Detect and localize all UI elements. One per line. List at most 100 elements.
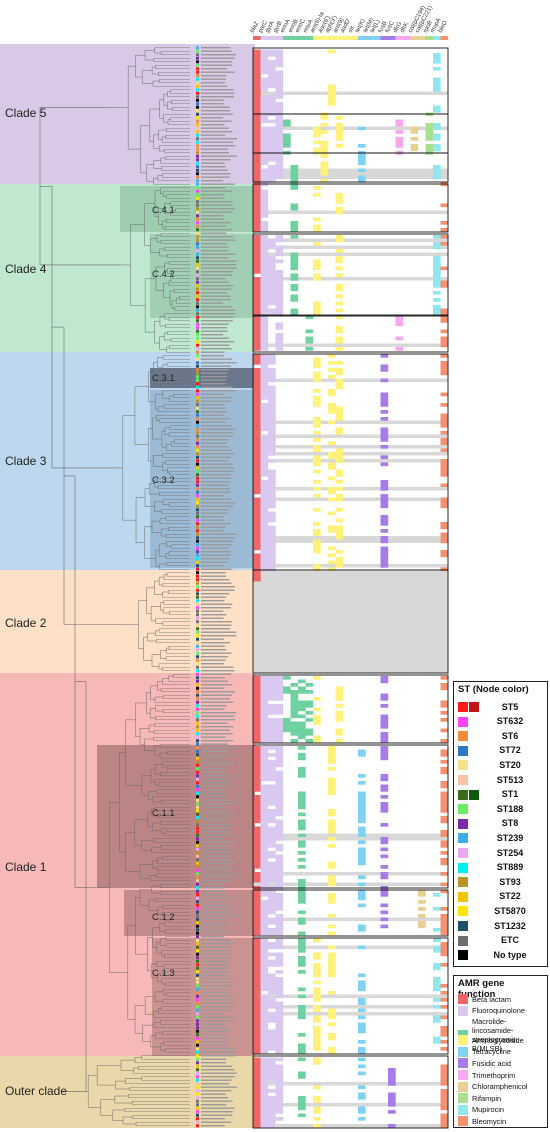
heatmap-cell xyxy=(335,560,344,565)
heatmap-cell xyxy=(253,203,261,208)
heatmap-cell xyxy=(268,942,276,946)
heatmap-cell xyxy=(335,480,344,484)
tip-node-marker xyxy=(196,602,199,606)
subclade-c13-label: C.1.3 xyxy=(152,968,175,979)
heatmap-cell xyxy=(313,564,321,568)
heatmap-cell xyxy=(268,746,276,750)
heatmap-cell xyxy=(440,984,449,988)
heatmap-cell xyxy=(440,448,449,453)
heatmap-cell xyxy=(260,784,269,789)
heatmap-cell xyxy=(328,875,336,880)
tip-node-marker xyxy=(196,1092,199,1096)
heatmap-cell xyxy=(440,336,449,341)
heatmap-cell xyxy=(275,725,284,729)
heatmap-cell xyxy=(290,721,299,726)
heatmap-cell xyxy=(335,137,344,141)
tip-node-marker xyxy=(196,567,199,571)
heatmap-cell xyxy=(298,963,306,967)
heatmap-cell xyxy=(268,788,276,792)
heatmap-cell xyxy=(335,711,344,715)
heatmap-cell xyxy=(380,784,389,789)
heatmap-missing-row xyxy=(253,238,448,242)
heatmap-cell xyxy=(335,126,344,131)
heatmap-cell xyxy=(440,816,449,820)
tip-node-marker xyxy=(196,1029,199,1033)
heatmap-cell xyxy=(275,847,284,852)
heatmap-cell xyxy=(260,1040,269,1044)
tip-label-placeholder xyxy=(201,908,236,910)
heatmap-cell xyxy=(275,1106,284,1111)
tip-node-marker xyxy=(196,1005,199,1009)
tip-label-placeholder xyxy=(201,334,224,336)
st-legend-item: ST1 xyxy=(458,789,540,800)
heatmap-cell xyxy=(260,459,269,463)
heatmap-cell xyxy=(313,417,321,421)
tip-node-marker xyxy=(196,851,199,855)
tip-label-placeholder xyxy=(201,785,237,787)
heatmap-missing-row xyxy=(253,662,448,666)
heatmap-cell xyxy=(328,1008,336,1013)
heatmap-cell xyxy=(275,970,284,974)
heatmap-cell xyxy=(260,508,269,512)
heatmap-cell xyxy=(275,777,284,782)
tip-label-placeholder xyxy=(201,852,235,854)
heatmap-cell xyxy=(358,998,366,1002)
heatmap-cell xyxy=(260,357,269,362)
heatmap-cell xyxy=(440,861,449,866)
heatmap-cell xyxy=(298,889,306,894)
heatmap-cell xyxy=(253,1117,261,1121)
heatmap-cell xyxy=(328,819,336,824)
heatmap-cell xyxy=(440,1015,449,1020)
tip-node-marker xyxy=(196,812,199,816)
heatmap-cell xyxy=(260,403,269,407)
heatmap-cell xyxy=(268,434,276,439)
heatmap-cell xyxy=(268,147,276,152)
heatmap-cell xyxy=(440,420,449,425)
heatmap-cell xyxy=(275,879,284,883)
heatmap-cell xyxy=(440,315,449,320)
heatmap-cell xyxy=(275,1082,284,1086)
tip-label-placeholder xyxy=(201,757,225,759)
heatmap-cell xyxy=(358,840,366,845)
tip-node-marker xyxy=(196,833,199,837)
heatmap-cell xyxy=(260,749,269,754)
heatmap-cell xyxy=(433,291,441,295)
heatmap-cell xyxy=(380,427,389,432)
heatmap-cell xyxy=(298,686,306,691)
tip-node-marker xyxy=(196,550,199,554)
heatmap-cell xyxy=(440,228,449,232)
heatmap-cell xyxy=(260,214,269,218)
heatmap-cell xyxy=(418,921,426,925)
st-legend-item: ST254 xyxy=(458,848,540,858)
heatmap-cell xyxy=(275,977,284,981)
tip-label-placeholder xyxy=(201,204,233,206)
heatmap-cell xyxy=(320,116,329,120)
heatmap-cell xyxy=(260,770,269,775)
tip-label-placeholder xyxy=(201,71,235,73)
heatmap-cell xyxy=(335,536,344,540)
heatmap-missing-row xyxy=(253,459,448,463)
st-legend-label: ST239 xyxy=(496,832,524,843)
heatmap-cell xyxy=(260,95,269,99)
tip-node-marker xyxy=(196,466,199,470)
heatmap-cell xyxy=(290,235,299,239)
heatmap-cell xyxy=(268,294,276,299)
heatmap-cell xyxy=(268,697,276,701)
heatmap-cell xyxy=(275,77,284,82)
heatmap-missing-row xyxy=(253,578,448,582)
heatmap-cell xyxy=(388,1092,396,1097)
heatmap-cell xyxy=(253,718,261,722)
tip-label-placeholder xyxy=(201,981,232,983)
column-function-strip xyxy=(335,36,344,40)
heatmap-cell xyxy=(275,1022,284,1027)
heatmap-cell xyxy=(328,830,336,834)
heatmap-cell xyxy=(290,277,299,281)
amr-legend-item: Fusidic acid xyxy=(458,1058,546,1069)
heatmap-cell xyxy=(395,336,404,341)
tip-label-placeholder xyxy=(201,1020,234,1022)
heatmap-block-border xyxy=(252,744,449,889)
heatmap-cell xyxy=(335,308,344,313)
tip-node-marker xyxy=(196,599,199,603)
tip-label-placeholder xyxy=(201,484,229,486)
tip-label-placeholder xyxy=(201,141,234,143)
